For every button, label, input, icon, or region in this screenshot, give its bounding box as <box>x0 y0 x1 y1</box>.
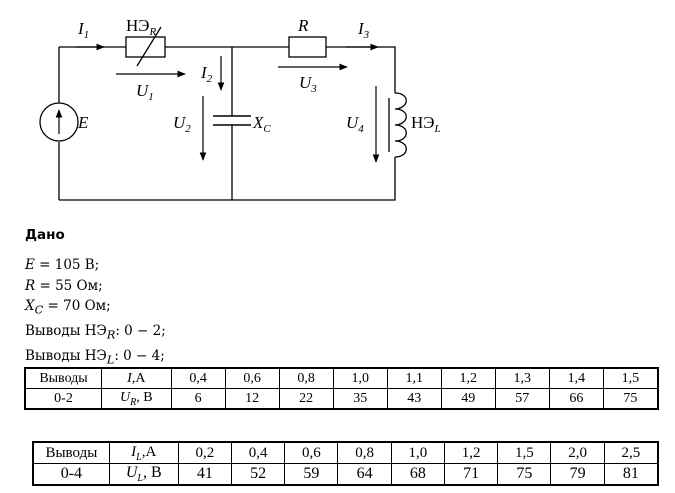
table-cell-value: 1,1 <box>386 367 442 389</box>
table-cell-value: 35 <box>332 388 388 410</box>
table-cell-value: 0,4 <box>230 441 286 464</box>
table-cell-value: 52 <box>230 463 286 487</box>
wire-bottom <box>59 157 396 201</box>
resistor-r <box>288 36 327 58</box>
table-cell-quantity: I,A <box>101 367 172 389</box>
table-cell-value: 1,2 <box>443 441 499 464</box>
table-cell-terminals: Выводы <box>31 441 110 464</box>
nonlinear-slash <box>136 26 162 67</box>
table-cell-value: 59 <box>284 463 339 487</box>
given-e: E = 105 В; <box>25 257 100 274</box>
table-cell-value: 68 <box>390 463 445 487</box>
table-cell-value: 0,8 <box>337 441 392 464</box>
table-cell-value: 1,5 <box>497 441 552 464</box>
given-heading: Дано <box>25 227 65 243</box>
table-cell-value: 0,2 <box>177 441 232 464</box>
table-cell-value: 41 <box>177 463 232 487</box>
table-cell-value: 81 <box>603 463 659 487</box>
table-cell-value: 0,6 <box>284 441 339 464</box>
label-u2: U2 <box>173 113 191 135</box>
label-e: E <box>77 113 89 132</box>
table-cell-terminals: 0-4 <box>31 463 110 487</box>
table-cell-value: 43 <box>386 388 442 410</box>
table-cell-value: 0,4 <box>170 367 226 389</box>
table-cell-value: 2,0 <box>550 441 605 464</box>
given-terminals-r: Выводы НЭR: 0 − 2; <box>25 322 166 342</box>
table-cell-terminals: Выводы <box>24 367 103 389</box>
given-xc: XC = 70 Ом; <box>25 297 111 317</box>
wire-top-right <box>326 46 396 93</box>
given-terminals-l: Выводы НЭL: 0 − 4; <box>25 347 165 367</box>
table-cell-value: 1,0 <box>332 367 388 389</box>
table-cell-value: 1,2 <box>440 367 496 389</box>
table-cell-value: 2,5 <box>603 441 659 464</box>
table-cell-value: 1,4 <box>548 367 604 389</box>
label-u4: U4 <box>346 113 364 135</box>
label-r: R <box>297 16 309 35</box>
table-cell-value: 79 <box>550 463 605 487</box>
table-cell-value: 66 <box>548 388 604 410</box>
label-ne-l: НЭL <box>411 113 441 135</box>
label-u1: U1 <box>136 81 154 103</box>
circuit-diagram: I1 НЭR R I3 I2 U1 U3 E U2 XC U4 НЭL <box>39 16 441 201</box>
nonlinear-inductor <box>394 92 407 158</box>
given-block: Дано E = 105 В; R = 55 Ом; XC = 70 Ом; В… <box>25 225 166 371</box>
table-cell-value: 75 <box>602 388 659 410</box>
label-i2: I2 <box>200 63 213 85</box>
table-cell-value: 6 <box>170 388 226 410</box>
label-xc: XC <box>252 113 271 135</box>
label-i3: I3 <box>357 19 370 41</box>
table-cell-quantity: UL, В <box>108 463 179 487</box>
table-cell-quantity: UR, В <box>101 388 172 410</box>
table-cell-terminals: 0-2 <box>24 388 103 410</box>
label-i1: I1 <box>77 19 89 41</box>
table-cell-value: 1,3 <box>494 367 550 389</box>
nonlinear-resistor <box>125 36 166 58</box>
given-r: R = 55 Ом; <box>25 277 103 294</box>
table-cell-value: 0,8 <box>278 367 334 389</box>
table-cell-value: 12 <box>224 388 280 410</box>
table-cell-value: 1,5 <box>602 367 659 389</box>
table-cell-value: 75 <box>497 463 552 487</box>
table-cell-value: 71 <box>443 463 499 487</box>
table-cell-quantity: IL,A <box>108 441 179 464</box>
label-ne-r: НЭR <box>126 16 157 38</box>
table-cell-value: 49 <box>440 388 496 410</box>
table-cell-value: 57 <box>494 388 550 410</box>
table-cell-value: 1,0 <box>390 441 445 464</box>
table-cell-value: 22 <box>278 388 334 410</box>
label-u3: U3 <box>299 73 317 95</box>
table-cell-value: 0,6 <box>224 367 280 389</box>
table-cell-value: 64 <box>337 463 392 487</box>
